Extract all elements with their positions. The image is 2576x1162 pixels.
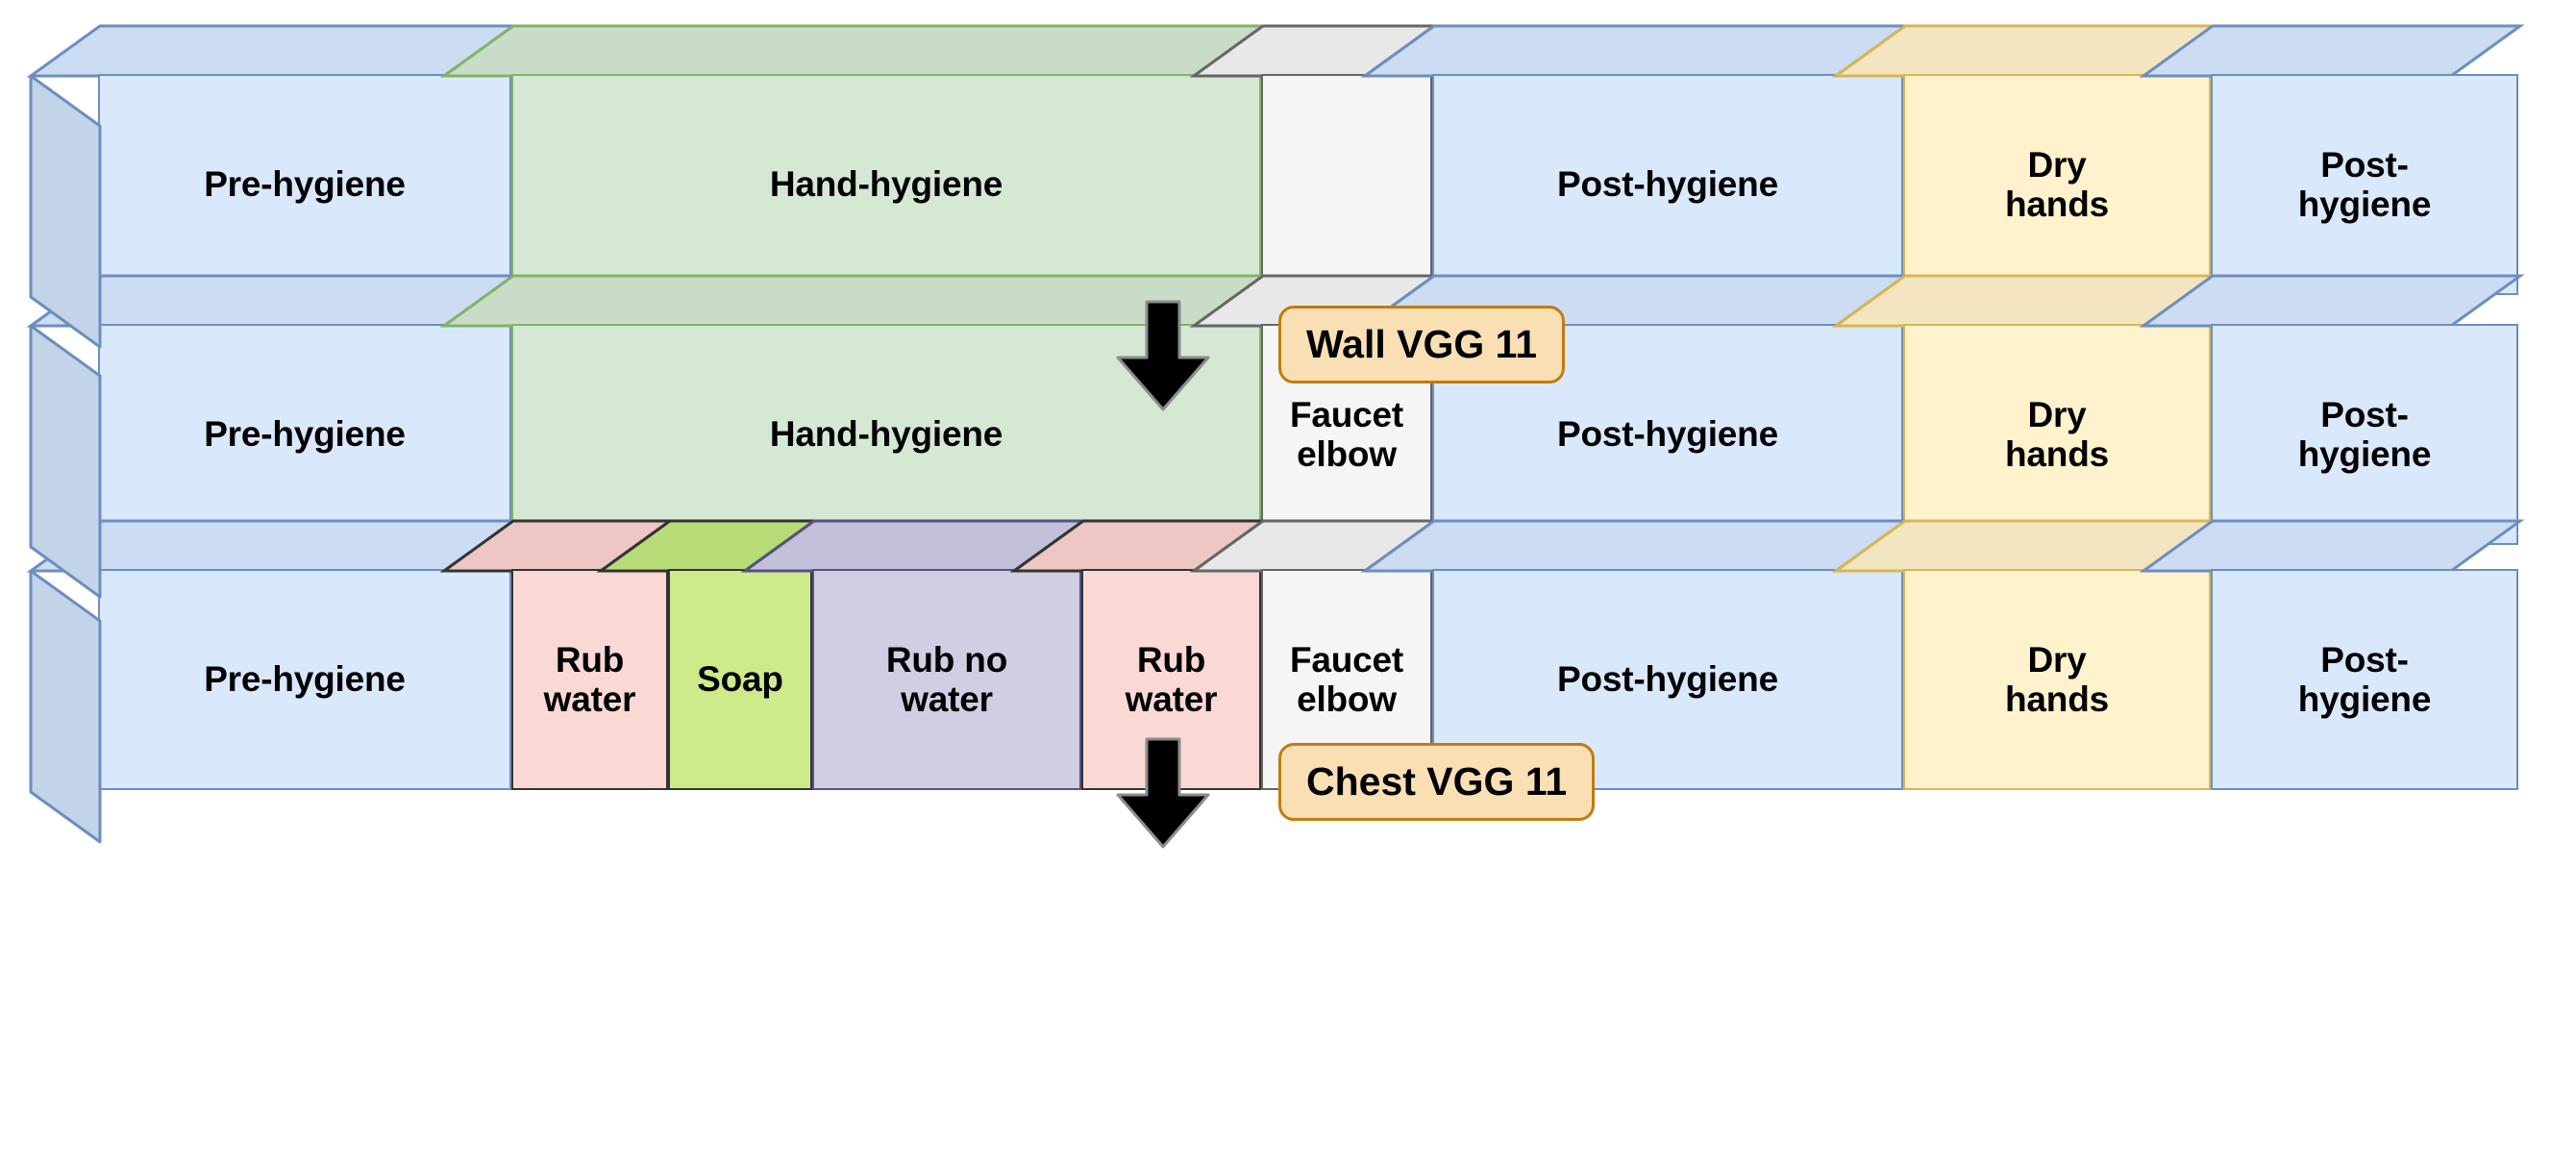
coarse-segmentation-row: Pre-hygiene Hand-hygiene Post-hygiene Dry h…	[0, 24, 2576, 349]
segment-front-face[interactable]: Post-hygiene	[1432, 74, 1903, 295]
segment-top-face	[2139, 519, 2525, 573]
segment-front-face[interactable]: Pre-hygiene	[98, 569, 511, 790]
model-badge-label: Chest VGG 11	[1306, 759, 1568, 804]
segment-top-face	[1360, 24, 1910, 78]
segment-top-face	[740, 519, 1088, 573]
segment-post-hygiene[interactable]: Post-hygiene	[1360, 24, 1910, 295]
segment-rub-water-1[interactable]: Rub water	[439, 519, 675, 790]
segmented-bar: Pre-hygiene Hand-hygiene Faucet elbow Post-…	[26, 274, 2525, 599]
segment-pre-hygiene[interactable]: Pre-hygiene	[26, 519, 518, 790]
segment-label: Faucet elbow	[1289, 639, 1404, 719]
segment-label: Pre-hygiene	[204, 164, 406, 205]
model-badge[interactable]: Chest VGG 11	[1278, 743, 1596, 821]
segment-label: Dry hands	[2005, 639, 2109, 719]
segment-top-face	[1009, 519, 1268, 573]
segment-label: Post-hygiene	[1557, 164, 1778, 205]
segment-front-face[interactable]: Post- hygiene	[2211, 324, 2518, 545]
segment-soap[interactable]: Soap	[596, 519, 819, 790]
segment-top-face	[1360, 519, 1910, 573]
segment-front-face[interactable]: Dry hands	[1903, 74, 2211, 295]
segment-top-face	[1831, 24, 2217, 78]
segment-front-face[interactable]: Post- hygiene	[2211, 569, 2518, 790]
segment-label: Hand-hygiene	[769, 164, 1003, 205]
segment-post-hygiene-2[interactable]: Post- hygiene	[2139, 274, 2525, 545]
segment-top-face	[2139, 24, 2525, 78]
segment-label: Post-hygiene	[1557, 659, 1778, 700]
segment-dry-hands[interactable]: Dry hands	[1831, 519, 2217, 790]
segment-pre-hygiene[interactable]: Pre-hygiene	[26, 24, 518, 295]
segment-strip: Pre-hygiene Hand-hygiene Post-hygiene Dry h…	[26, 24, 2525, 295]
segment-top-face	[1831, 519, 2217, 573]
segment-label: Hand-hygiene	[769, 414, 1003, 455]
segment-label: Pre-hygiene	[204, 659, 406, 700]
segment-label: Rub no water	[885, 639, 1008, 719]
segment-top-face	[1189, 24, 1439, 78]
model-badge[interactable]: Wall VGG 11	[1278, 306, 1566, 383]
segment-front-face[interactable]: Rub no water	[812, 569, 1081, 790]
segment-top-face	[1189, 519, 1439, 573]
chest-model-transition: Chest VGG 11	[0, 735, 2576, 879]
segment-label: Rub water	[1125, 639, 1218, 719]
segment-front-face[interactable]: Soap	[668, 569, 812, 790]
faucet-refined-row: Pre-hygiene Hand-hygiene Faucet elbow Post-…	[0, 274, 2576, 599]
segment-label: Post-hygiene	[1557, 414, 1778, 455]
segment-label: Post- hygiene	[2297, 144, 2432, 224]
segment-front-face[interactable]: Dry hands	[1903, 569, 2211, 790]
segment-front-face[interactable]: Pre-hygiene	[98, 74, 511, 295]
segment-hand-hygiene[interactable]: Hand-hygiene	[439, 24, 1268, 295]
segment-front-face[interactable]: Post- hygiene	[2211, 74, 2518, 295]
segment-label: Dry hands	[2005, 144, 2109, 224]
segment-label: Pre-hygiene	[204, 414, 406, 455]
segment-label: Post- hygiene	[2297, 639, 2432, 719]
segment-top-face	[439, 24, 1268, 78]
down-arrow-icon	[1110, 735, 1216, 851]
segment-top-face	[596, 519, 819, 573]
wall-model-transition: Wall VGG 11	[0, 298, 2576, 442]
segment-dry-hands[interactable]: Dry hands	[1831, 24, 2217, 295]
segment-rub-no-water[interactable]: Rub no water	[740, 519, 1088, 790]
segment-post-hygiene-2[interactable]: Post- hygiene	[2139, 24, 2525, 295]
segment-post-hygiene-2[interactable]: Post- hygiene	[2139, 519, 2525, 790]
segment-label: Faucet elbow	[1289, 394, 1404, 474]
segment-label: Post- hygiene	[2297, 394, 2432, 474]
segment-front-face[interactable]	[1261, 74, 1432, 295]
down-arrow-icon	[1110, 298, 1216, 413]
segment-label: Rub water	[543, 639, 636, 719]
segmented-bar: Pre-hygiene Hand-hygiene Post-hygiene Dry h…	[26, 24, 2525, 349]
segment-top-face	[26, 24, 518, 78]
segment-unlabeled-gap[interactable]	[1189, 24, 1439, 295]
segment-front-face[interactable]: Rub water	[511, 569, 668, 790]
model-badge-label: Wall VGG 11	[1306, 322, 1538, 366]
segment-label: Dry hands	[2005, 394, 2109, 474]
segment-strip: Pre-hygiene Hand-hygiene Faucet elbow Post-…	[26, 274, 2525, 545]
segment-top-face	[439, 519, 675, 573]
segment-front-face[interactable]: Hand-hygiene	[511, 74, 1261, 295]
segment-label: Soap	[697, 659, 783, 700]
